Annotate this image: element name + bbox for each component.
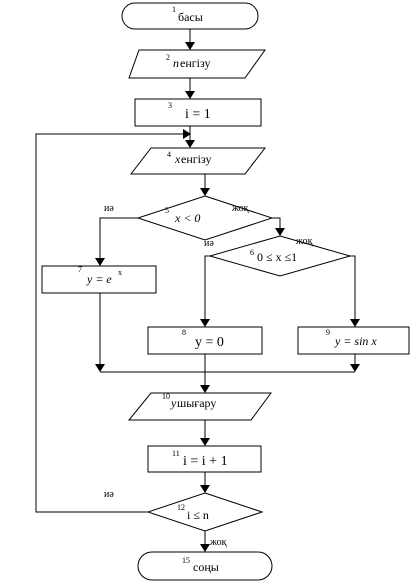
svg-text:y = sin x: y = sin x <box>334 334 377 348</box>
svg-text:12: 12 <box>177 503 185 512</box>
label-yes-6: иә <box>204 238 214 249</box>
label-no-12: жоқ <box>209 537 227 548</box>
svg-text:i = 1: i = 1 <box>185 107 211 122</box>
svg-text:8: 8 <box>182 328 186 337</box>
svg-text:6: 6 <box>250 248 254 257</box>
label-yes-12: иә <box>104 489 114 500</box>
svg-text:n: n <box>173 56 179 70</box>
svg-text:0 ≤ x ≤1: 0 ≤ x ≤1 <box>257 250 297 264</box>
svg-text:x: x <box>118 268 122 277</box>
edges <box>35 29 360 552</box>
svg-text:15: 15 <box>182 556 190 565</box>
node-decision-range: 6 0 ≤ x ≤1 <box>208 235 352 277</box>
svg-text:7: 7 <box>78 265 82 274</box>
svg-text:y = e: y = e <box>86 272 112 286</box>
node-init-i: 3 i = 1 <box>134 98 262 127</box>
label-yes-5: иә <box>104 203 114 214</box>
node-input-n: 2 n енгізу <box>128 49 266 79</box>
edge-labels: иә жоқ жоқ иә иә жоқ <box>104 203 313 548</box>
svg-text:y: y <box>170 396 177 410</box>
label-no-5: жоқ <box>231 203 249 214</box>
node-end: 15 соңы <box>137 551 273 581</box>
svg-text:9: 9 <box>326 328 330 337</box>
svg-text:11: 11 <box>172 449 180 458</box>
svg-text:i = i + 1: i = i + 1 <box>183 454 228 469</box>
node-decision-i-le-n: 12 i ≤ n <box>146 492 264 532</box>
svg-text:енгізу: енгізу <box>180 56 211 70</box>
node-output-y: 10 y шығару <box>127 392 272 421</box>
svg-text:3: 3 <box>168 101 172 110</box>
svg-text:10: 10 <box>162 392 170 401</box>
svg-text:y = 0: y = 0 <box>195 335 224 350</box>
node-y-exp: 7 y = e x <box>41 265 157 294</box>
node-start: 1 басы <box>121 2 259 30</box>
svg-text:2: 2 <box>166 53 170 62</box>
label-no-6: жоқ <box>295 236 313 247</box>
node-y-sin: 9 y = sin x <box>297 326 410 355</box>
svg-text:4: 4 <box>167 150 171 159</box>
svg-text:1: 1 <box>172 5 176 14</box>
node-decision-x-lt-0: 5 x < 0 <box>136 195 274 241</box>
svg-text:x < 0: x < 0 <box>174 211 200 225</box>
svg-text:x: x <box>174 152 181 166</box>
svg-text:енгізу: енгізу <box>181 152 212 166</box>
node-input-x: 4 x енгізу <box>129 147 267 175</box>
svg-text:басы: басы <box>178 10 203 24</box>
svg-text:шығару: шығару <box>177 396 216 410</box>
svg-text:5: 5 <box>165 206 169 215</box>
node-increment-i: 11 i = i + 1 <box>147 445 262 473</box>
svg-text:i ≤ n: i ≤ n <box>187 508 209 522</box>
node-y-zero: 8 y = 0 <box>147 326 263 355</box>
svg-text:соңы: соңы <box>193 560 219 574</box>
